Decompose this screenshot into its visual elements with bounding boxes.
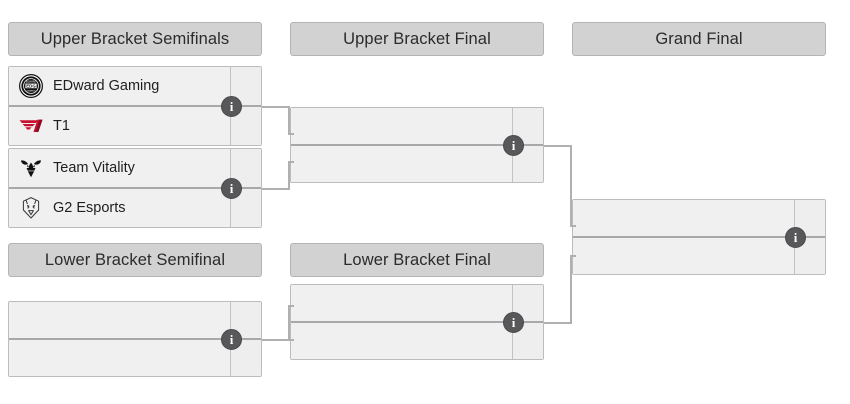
round-header-label: Grand Final	[655, 29, 743, 48]
g2-esports-logo	[18, 195, 44, 221]
match-lower-bracket-semifinal[interactable]: i	[8, 301, 262, 377]
opponent-slot[interactable]	[291, 285, 512, 321]
match-grand-final[interactable]: i	[572, 199, 826, 275]
connector-gf-in-bottom	[570, 255, 576, 257]
opponent-slot[interactable]	[9, 302, 230, 338]
match-row[interactable]	[291, 323, 543, 359]
round-header-label: Upper Bracket Final	[343, 29, 491, 48]
team-name: T1	[53, 118, 70, 134]
match-row[interactable]: G2 Esports	[9, 189, 261, 227]
round-header-label: Upper Bracket Semifinals	[40, 29, 230, 48]
connector-lbf-in-bottom	[288, 339, 294, 341]
connector-lbf-to-gf-vertical	[570, 255, 572, 324]
round-header-lower-bracket-final: Lower Bracket Final	[290, 243, 544, 277]
match-row[interactable]	[291, 108, 543, 146]
opponent-slot[interactable]: Team Vitality	[9, 149, 230, 187]
opponent-slot[interactable]: EDG EDWARD GAMING EDward Gaming	[9, 67, 230, 105]
connector-ubf-to-gf-vertical	[570, 145, 572, 225]
round-header-upper-bracket-semifinals: Upper Bracket Semifinals	[8, 22, 262, 56]
connector-ubsf2-vertical	[288, 161, 290, 190]
edward-gaming-logo: EDG EDWARD GAMING	[18, 73, 44, 99]
match-row[interactable]	[9, 340, 261, 376]
match-info-icon[interactable]: i	[221, 329, 242, 350]
team-name: Team Vitality	[53, 160, 135, 176]
match-row[interactable]	[573, 238, 825, 274]
score-cell[interactable]	[230, 107, 261, 145]
opponent-slot[interactable]	[9, 340, 230, 376]
opponent-slot[interactable]	[291, 146, 512, 182]
connector-ubsf1-vertical	[288, 106, 290, 133]
round-header-lower-bracket-semifinal: Lower Bracket Semifinal	[8, 243, 262, 277]
opponent-slot[interactable]: T1	[9, 107, 230, 145]
svg-text:EDWARD: EDWARD	[26, 80, 36, 83]
connector-gf-in-top	[570, 225, 576, 227]
opponent-slot[interactable]	[291, 323, 512, 359]
connector-lbf-out	[544, 322, 572, 324]
round-header-upper-bracket-final: Upper Bracket Final	[290, 22, 544, 56]
connector-ubsf2-out	[262, 188, 290, 190]
match-row[interactable]	[291, 285, 543, 323]
match-lower-bracket-final[interactable]: i	[290, 284, 544, 360]
opponent-slot[interactable]	[573, 200, 794, 236]
match-row[interactable]: T1	[9, 107, 261, 145]
match-info-icon[interactable]: i	[503, 135, 524, 156]
opponent-slot[interactable]	[291, 108, 512, 144]
svg-text:EDG: EDG	[26, 83, 36, 88]
match-row[interactable]	[9, 302, 261, 340]
team-vitality-logo	[18, 155, 44, 181]
match-row[interactable]: Team Vitality	[9, 149, 261, 189]
connector-ubf-in-bottom	[288, 161, 294, 163]
match-info-icon[interactable]: i	[221, 96, 242, 117]
opponent-slot[interactable]: G2 Esports	[9, 189, 230, 227]
connector-lbf-in-top	[288, 305, 294, 307]
match-info-icon[interactable]: i	[503, 312, 524, 333]
round-header-grand-final: Grand Final	[572, 22, 826, 56]
match-upper-bracket-semifinal-1[interactable]: EDG EDWARD GAMING EDward Gaming	[8, 66, 262, 146]
match-info-icon[interactable]: i	[785, 227, 806, 248]
match-row[interactable]	[291, 146, 543, 182]
connector-lbsf-out	[262, 339, 290, 341]
round-header-label: Lower Bracket Final	[343, 250, 491, 269]
match-row[interactable]	[573, 200, 825, 238]
match-info-icon[interactable]: i	[221, 178, 242, 199]
team-name: EDward Gaming	[53, 78, 160, 94]
round-header-label: Lower Bracket Semifinal	[44, 250, 226, 269]
connector-ubf-out	[544, 145, 572, 147]
match-upper-bracket-semifinal-2[interactable]: Team Vitality	[8, 148, 262, 228]
match-upper-bracket-final[interactable]: i	[290, 107, 544, 183]
connector-lbsf-vertical	[288, 305, 290, 341]
team-name: G2 Esports	[53, 200, 126, 216]
t1-logo	[18, 113, 44, 139]
match-row[interactable]: EDG EDWARD GAMING EDward Gaming	[9, 67, 261, 107]
opponent-slot[interactable]	[573, 238, 794, 274]
connector-ubf-in-top	[288, 133, 294, 135]
connector-ubsf1-out	[262, 106, 290, 108]
svg-text:GAMING: GAMING	[27, 90, 36, 93]
